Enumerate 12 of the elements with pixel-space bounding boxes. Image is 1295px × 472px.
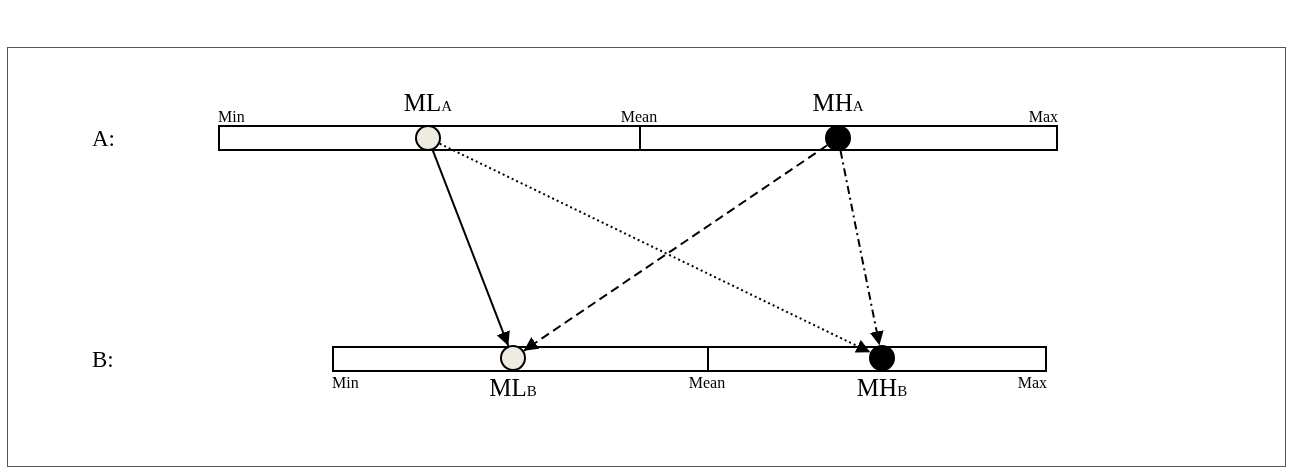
arrow [431,149,510,347]
row-label: B: [92,348,114,371]
scale-label: Mean [688,375,726,391]
scale-label: Min [218,109,245,125]
scale-label: Min [332,375,359,391]
row-label: A: [92,127,115,150]
scale-label: Max [1017,375,1047,391]
arrow [839,149,884,347]
arrow [522,144,829,352]
scale-label: Mean [620,109,658,125]
scale-label: Max [1028,109,1058,125]
arrow [438,142,872,354]
